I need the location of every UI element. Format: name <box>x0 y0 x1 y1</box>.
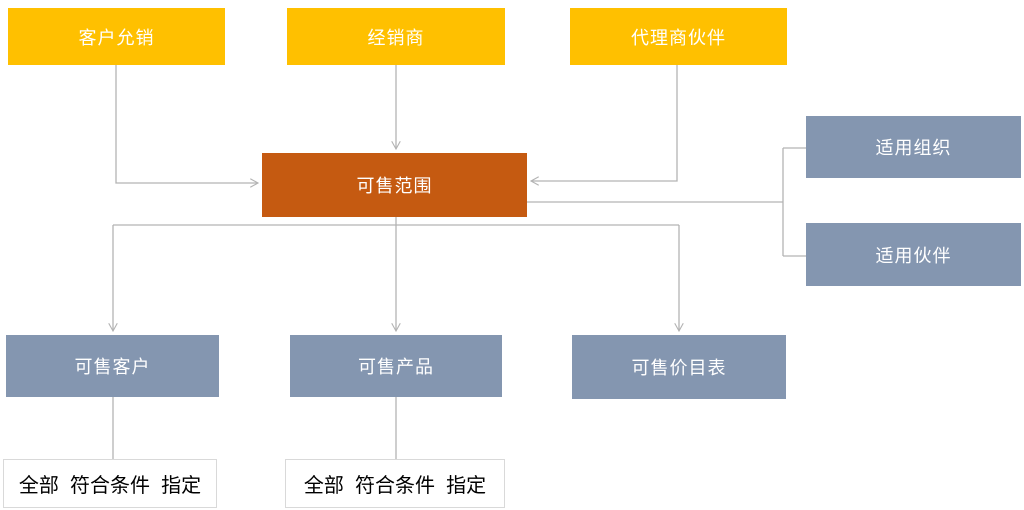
node-distributor: 经销商 <box>287 8 505 65</box>
node-label: 可售价目表 <box>631 358 727 378</box>
option-box-product-modes: 全部 符合条件 指定 <box>285 459 505 508</box>
connector-top1-to-center <box>115 65 260 188</box>
node-label: 代理商伙伴 <box>631 27 726 48</box>
node-label: 适用伙伴 <box>875 245 952 266</box>
node-sellable-price-list: 可售价目表 <box>572 335 786 399</box>
connector-center-branch <box>113 217 679 226</box>
node-label: 可售范围 <box>356 176 433 196</box>
node-sellable-product: 可售产品 <box>290 335 502 397</box>
connector-top3-to-center <box>529 65 678 186</box>
node-label: 客户允销 <box>78 27 155 48</box>
node-label: 可售客户 <box>74 357 151 377</box>
option-label: 全部 符合条件 指定 <box>18 475 202 497</box>
node-applicable-partner: 适用伙伴 <box>806 223 1021 286</box>
node-label: 适用组织 <box>875 138 952 158</box>
option-label: 全部 符合条件 指定 <box>303 475 487 497</box>
connector-center-to-right-bracket <box>527 147 806 257</box>
node-sellable-customer: 可售客户 <box>6 335 219 397</box>
node-agent-partner: 代理商伙伴 <box>570 8 787 65</box>
node-applicable-organization: 适用组织 <box>806 116 1021 178</box>
node-sellable-scope: 可售范围 <box>262 153 527 217</box>
node-label: 经销商 <box>367 27 425 48</box>
node-label: 可售产品 <box>358 357 434 377</box>
option-box-customer-modes: 全部 符合条件 指定 <box>3 459 217 508</box>
node-customer-allowed-sales: 客户允销 <box>8 8 225 65</box>
